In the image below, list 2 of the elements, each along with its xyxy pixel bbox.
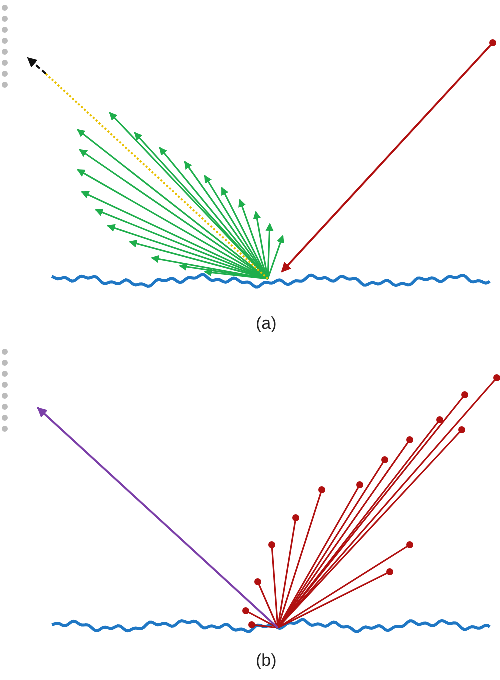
panel-label: (a) xyxy=(256,314,277,334)
panel-label: (b) xyxy=(256,651,277,671)
